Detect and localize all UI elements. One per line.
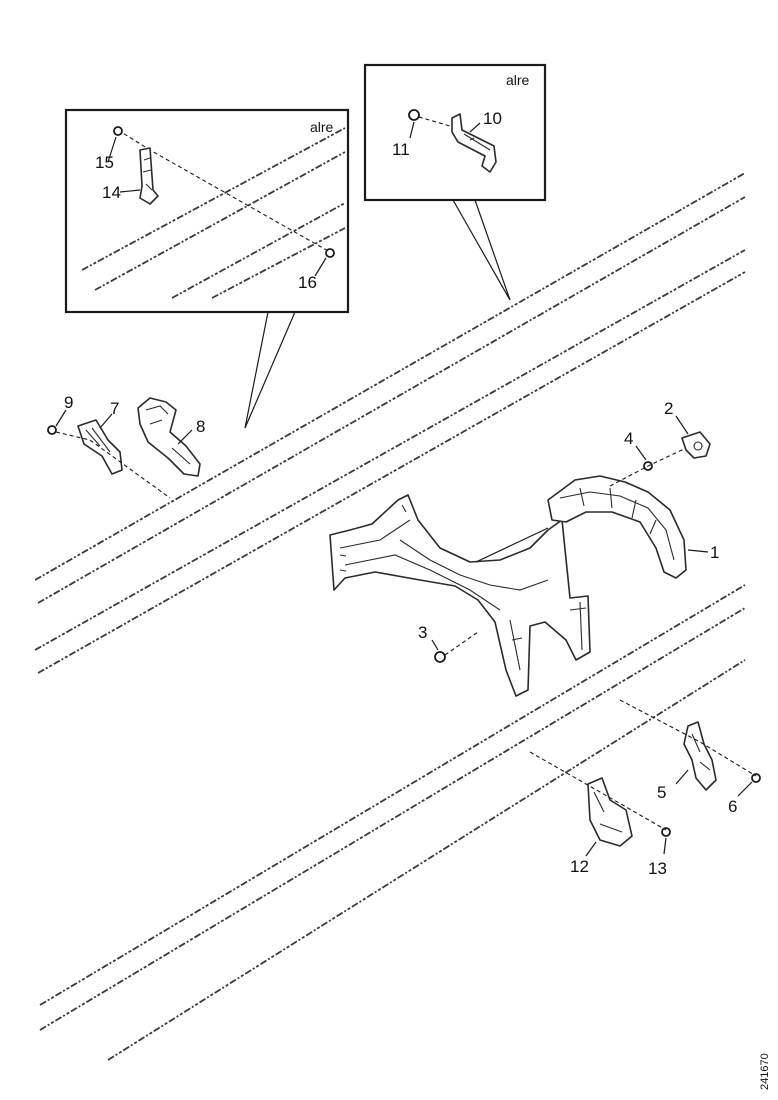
callout-8: 8 bbox=[196, 417, 205, 436]
nut-part-11 bbox=[408, 109, 420, 121]
inset-right-pointer bbox=[452, 199, 511, 301]
callout-12: 12 bbox=[570, 857, 589, 876]
bolt-part-15 bbox=[113, 126, 123, 136]
callout-3: 3 bbox=[418, 623, 427, 642]
nut-part-6 bbox=[751, 773, 761, 783]
bracket-part-5 bbox=[683, 721, 717, 791]
inset-left: 15 14 16 alre bbox=[64, 108, 350, 314]
callout-16: 16 bbox=[298, 273, 317, 292]
callout-7: 7 bbox=[110, 399, 119, 418]
nut-part-9 bbox=[47, 425, 57, 435]
nut-part-3 bbox=[434, 651, 446, 663]
bracket-part-10 bbox=[451, 113, 497, 173]
bracket-part-12 bbox=[587, 777, 633, 847]
callout-15: 15 bbox=[95, 153, 114, 172]
bracket-part-14 bbox=[139, 147, 159, 205]
callout-5: 5 bbox=[657, 783, 666, 802]
callout-13: 13 bbox=[648, 859, 667, 878]
bracket-part-7 bbox=[77, 419, 123, 475]
callout-1: 1 bbox=[710, 543, 719, 562]
callout-2: 2 bbox=[664, 399, 673, 418]
inset-right: 11 10 alre bbox=[363, 63, 547, 202]
callout-9: 9 bbox=[64, 393, 73, 412]
inset-left-tag: alre bbox=[310, 119, 334, 135]
crossmember-assembly bbox=[329, 494, 591, 697]
callout-6: 6 bbox=[728, 797, 737, 816]
callout-4: 4 bbox=[624, 429, 633, 448]
bracket-part-2 bbox=[681, 431, 711, 459]
bracket-part-8 bbox=[137, 397, 201, 477]
callout-14: 14 bbox=[102, 183, 121, 202]
inset-left-pointer bbox=[244, 311, 296, 429]
callout-10: 10 bbox=[483, 109, 502, 128]
callout-11: 11 bbox=[392, 140, 410, 159]
frame-rails bbox=[34, 172, 746, 1061]
reference-code: 241670 bbox=[759, 1053, 771, 1090]
nut-part-16 bbox=[325, 248, 335, 258]
nut-part-13 bbox=[661, 827, 671, 837]
inset-right-tag: alre bbox=[506, 72, 530, 88]
bracket-part-1 bbox=[547, 475, 687, 579]
